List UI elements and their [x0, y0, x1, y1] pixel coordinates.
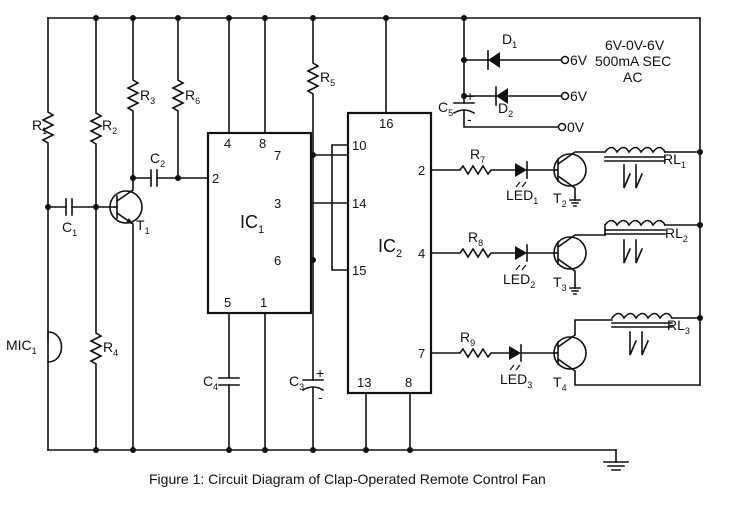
ic2-pin-4: 4 [418, 246, 425, 261]
ic2-pin-8: 8 [405, 375, 412, 390]
r3-resistor [126, 17, 140, 179]
label-t1: T1 [136, 217, 150, 236]
tap-label-zero: 0V [567, 119, 585, 135]
label-r4: R4 [103, 339, 118, 358]
c2-capacitor [132, 169, 209, 187]
ic2-pin-15: 15 [352, 263, 366, 278]
r5-resistor [306, 17, 320, 381]
ground-symbol [603, 449, 629, 471]
r2-resistor [89, 17, 103, 208]
supply-spec-line1: 6V-0V-6V [605, 37, 665, 53]
ic2-pin-2: 2 [418, 163, 425, 178]
c3-capacitor [301, 379, 325, 451]
ic2-pin-10: 10 [352, 138, 366, 153]
label-d1: D1 [502, 31, 517, 50]
label-r3: R3 [140, 87, 155, 106]
label-ic2: IC2 [378, 236, 402, 260]
label-rl3: RL3 [667, 317, 690, 336]
output-channel-2 [430, 219, 701, 295]
c3-minus-mark: - [318, 389, 323, 405]
label-r6: R6 [185, 87, 200, 106]
label-t3: T3 [553, 274, 567, 293]
label-rl2: RL2 [665, 225, 688, 244]
label-rl1: RL1 [663, 151, 686, 170]
c4-capacitor [218, 377, 240, 451]
label-d2: D2 [498, 100, 513, 119]
label-led2: LED2 [503, 271, 535, 290]
label-led1: LED1 [506, 187, 538, 206]
label-c5: C5 [438, 99, 453, 118]
r1-resistor [41, 17, 55, 341]
ic1-chip [206, 17, 313, 451]
label-mic1: MIC1 [6, 337, 37, 356]
ic1-pin-2: 2 [212, 171, 219, 186]
output-channel-1 [430, 146, 701, 207]
label-c1: C1 [62, 219, 77, 238]
ic1-pin-1: 1 [260, 295, 267, 310]
ic1-pin-3: 3 [274, 196, 281, 211]
r4-resistor [89, 206, 103, 451]
c3-plus-mark: + [316, 365, 324, 381]
r6-resistor [171, 17, 185, 179]
mic-microphone [47, 331, 63, 451]
ic1-pin-5: 5 [224, 295, 231, 310]
ic2-chip [346, 17, 433, 451]
figure-caption: Figure 1: Circuit Diagram of Clap-Operat… [149, 471, 546, 487]
ic2-pin-14: 14 [352, 196, 366, 211]
junction-dots [45, 15, 703, 453]
tap-label-top: 6V [570, 52, 588, 68]
label-r9: R9 [460, 329, 475, 348]
ic2-pin-7: 7 [418, 346, 425, 361]
c1-capacitor [47, 198, 115, 216]
label-r8: R8 [468, 229, 483, 248]
ic2-pin-16: 16 [379, 116, 393, 131]
c5-plus-mark: + [466, 88, 474, 104]
label-r1: R1 [32, 117, 47, 136]
ic1-pin-8: 8 [259, 136, 266, 151]
ic1-pin-wires [310, 154, 349, 261]
supply-spec-line3: AC [623, 69, 642, 85]
label-t2: T2 [553, 190, 567, 209]
supply-spec-line2: 500mA SEC [595, 53, 671, 69]
ic1-pin-6: 6 [274, 253, 281, 268]
label-c2: C2 [150, 150, 165, 169]
ic1-pin-7: 7 [274, 148, 281, 163]
label-led3: LED3 [500, 371, 532, 390]
label-r7: R7 [470, 146, 485, 165]
label-r2: R2 [102, 117, 117, 136]
label-t4: T4 [553, 374, 567, 393]
label-ic1: IC1 [240, 212, 264, 236]
c5-minus-mark: - [467, 111, 472, 127]
tap-label-mid: 6V [570, 88, 588, 104]
output-channel-3 [430, 312, 701, 386]
ic2-pin-jumper [331, 144, 349, 271]
supply-rails [47, 17, 701, 451]
ic2-pin-13: 13 [357, 375, 371, 390]
ic1-pin-4: 4 [224, 136, 231, 151]
label-r5: R5 [320, 69, 335, 88]
label-c4: C4 [203, 373, 218, 392]
label-c3: C3 [289, 373, 304, 392]
t1-transistor [109, 177, 143, 451]
